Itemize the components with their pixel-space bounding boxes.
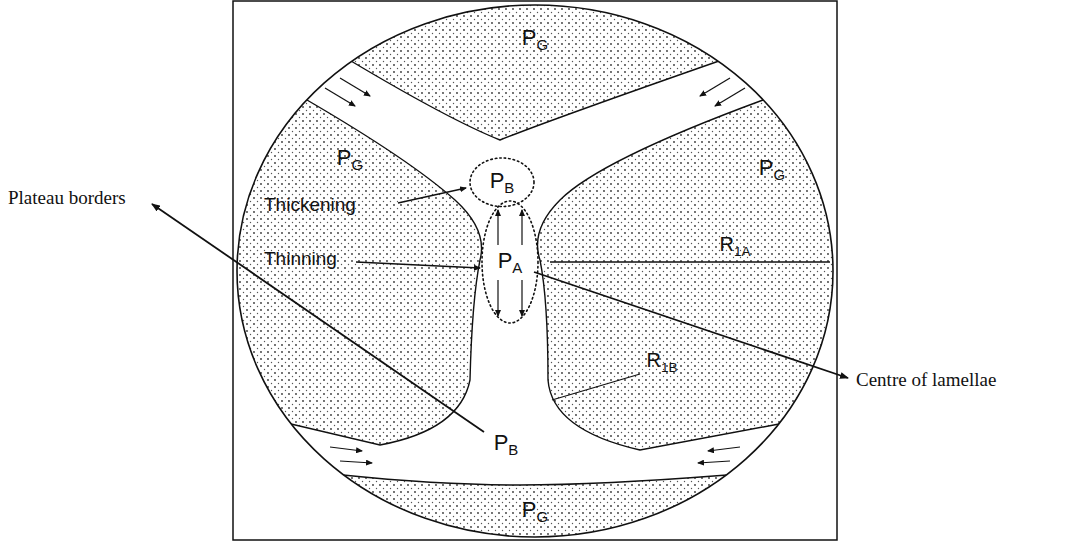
lamella-centre-callout: Centre of lamellae: [856, 370, 996, 391]
lamella-centre-zone: PA: [481, 200, 539, 324]
gas-pressure-label: PG: [522, 498, 548, 526]
border-pressure-label: PB: [494, 431, 519, 459]
pressure-label: PB: [490, 168, 515, 196]
subscript: B: [508, 441, 518, 458]
thinning-label: Thinning: [264, 249, 337, 270]
pressure-label: PA: [498, 248, 523, 276]
gas-pressure-label: PG: [522, 26, 548, 54]
plateau-borders-callout: Plateau borders: [8, 188, 126, 209]
subscript: 1A: [734, 244, 751, 259]
subscript: 1B: [661, 360, 678, 375]
subscript: G: [537, 36, 549, 53]
subscript: G: [774, 166, 786, 183]
gas-pressure-label: PG: [759, 156, 785, 184]
radius-label: R1B: [646, 349, 677, 376]
plateau-border-zone: PB: [469, 157, 535, 208]
radius-label: R1A: [719, 233, 750, 260]
gas-pressure-label: PG: [337, 146, 363, 174]
thickening-label: Thickening: [264, 195, 356, 216]
subscript: G: [352, 156, 364, 173]
subscript: A: [512, 259, 522, 276]
subscript: B: [504, 179, 514, 196]
subscript: G: [537, 508, 549, 525]
